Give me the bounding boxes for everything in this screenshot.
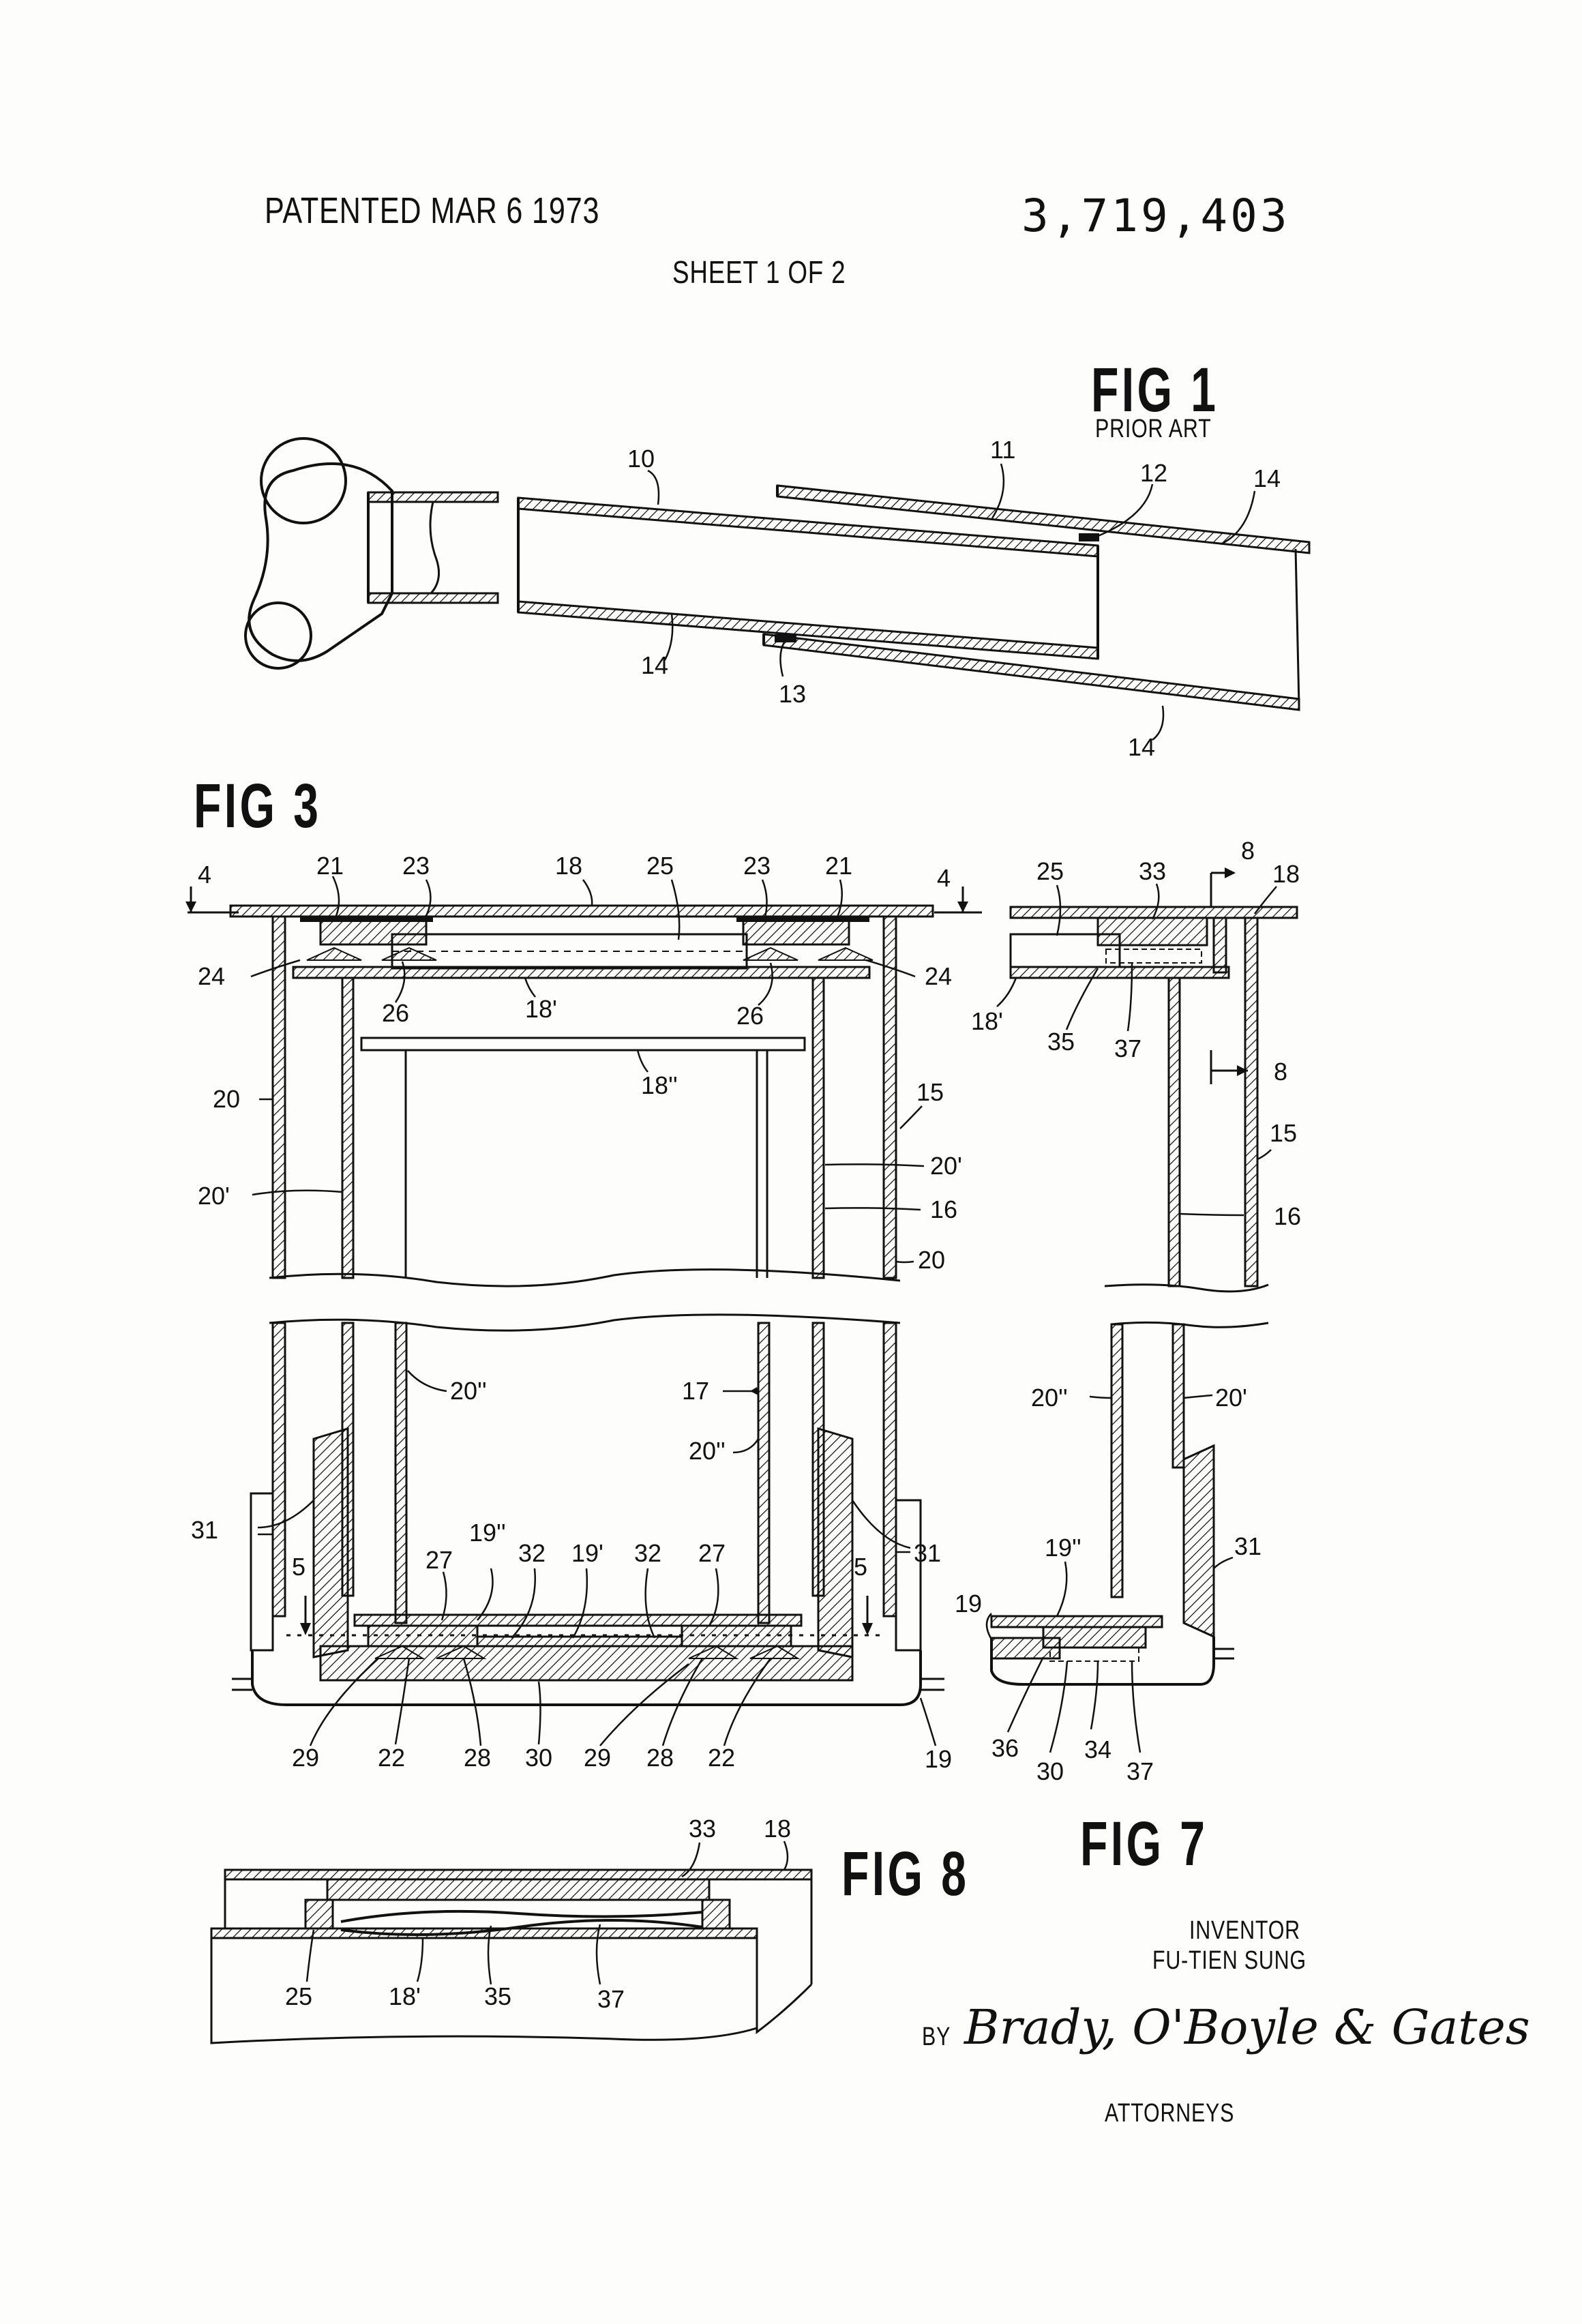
fig8-label: 18 (764, 1815, 791, 1843)
fig7-label: 33 (1139, 857, 1166, 885)
fig3-label: 31 (191, 1516, 218, 1544)
fig8-label: 35 (484, 1982, 511, 2010)
fig3-label: 15 (916, 1078, 944, 1106)
fig7-label: 35 (1047, 1028, 1075, 1056)
fig7-label: 16 (1274, 1202, 1301, 1230)
fig3-label: 4 (937, 864, 951, 892)
fig1-label: 11 (990, 436, 1015, 464)
fig3-label: 16 (930, 1195, 957, 1223)
fig3-label: 23 (743, 852, 771, 880)
fig3-label: 5 (854, 1553, 867, 1581)
fig3-label: 27 (426, 1546, 453, 1574)
fig7-label: 31 (1234, 1532, 1262, 1560)
fig3-label: 24 (198, 962, 225, 990)
fig7-label: 37 (1114, 1034, 1141, 1062)
fig3-label: 20'' (689, 1437, 726, 1465)
fig3-label: 25 (646, 852, 674, 880)
fig3-label: 20 (918, 1246, 945, 1274)
fig3-label: 22 (708, 1744, 735, 1772)
fig3-label: 21 (316, 852, 344, 880)
fig3-label: 28 (464, 1744, 491, 1772)
fig7-label: 18' (971, 1007, 1003, 1035)
fig7-label: 19 (955, 1590, 982, 1618)
fig3-label: 31 (914, 1539, 941, 1567)
fig3-label: 18 (555, 852, 582, 880)
fig1-label: 14 (1128, 733, 1155, 761)
fig3-label: 26 (736, 1002, 764, 1030)
fig3-label: 32 (634, 1539, 661, 1567)
fig3-label: 23 (402, 852, 430, 880)
fig1-drawing: 10 11 12 14 14 13 14 (245, 436, 1309, 761)
fig8-label: 37 (597, 1985, 625, 2013)
fig1-label: 14 (1253, 464, 1281, 492)
fig7-label: 18 (1272, 860, 1300, 888)
fig3-label: 20'' (450, 1377, 487, 1405)
fig1-label: 12 (1140, 459, 1167, 487)
fig7-label: 19'' (1045, 1534, 1081, 1562)
fig7-drawing: 8 25 33 18 18' 35 37 8 15 16 20'' 20' 19… (955, 837, 1301, 1785)
fig3-label: 19'' (469, 1519, 506, 1547)
fig3-label: 18'' (641, 1071, 678, 1099)
fig3-label: 30 (525, 1744, 552, 1772)
fig8-label: 33 (689, 1815, 716, 1843)
fig1-label: 14 (641, 651, 668, 679)
fig3-label: 19' (571, 1539, 603, 1567)
fig7-label: 36 (991, 1734, 1019, 1762)
fig3-label: 20' (930, 1152, 962, 1180)
fig3-label: 5 (292, 1553, 305, 1581)
fig1-label: 10 (627, 445, 655, 473)
fig1-label: 13 (779, 680, 806, 708)
fig3-label: 26 (382, 999, 409, 1027)
fig8-label: 18' (389, 1982, 421, 2010)
fig3-label: 24 (925, 962, 952, 990)
fig3-label: 27 (698, 1539, 726, 1567)
fig7-label: 8 (1241, 837, 1255, 865)
fig8-drawing: 33 18 25 18' 35 37 (211, 1815, 811, 2043)
fig3-label: 20' (198, 1182, 230, 1210)
fig3-label: 17 (682, 1377, 709, 1405)
fig7-label: 25 (1036, 857, 1064, 885)
fig3-label: 21 (825, 852, 852, 880)
fig7-label: 20'' (1031, 1384, 1068, 1412)
fig8-label: 25 (285, 1982, 312, 2010)
fig3-drawing: 4 21 23 18 25 23 21 4 24 24 26 18' 26 18… (185, 852, 982, 1773)
fig3-label: 19 (925, 1745, 952, 1773)
fig3-label: 18' (525, 995, 557, 1023)
fig3-label: 4 (198, 861, 211, 889)
fig3-label: 28 (646, 1744, 674, 1772)
fig7-label: 34 (1084, 1735, 1111, 1763)
fig3-label: 20 (213, 1085, 240, 1113)
fig7-label: 8 (1274, 1058, 1287, 1086)
fig7-label: 20' (1215, 1384, 1247, 1412)
fig7-label: 15 (1270, 1119, 1297, 1147)
fig7-label: 30 (1036, 1757, 1064, 1785)
fig3-label: 29 (292, 1744, 319, 1772)
fig7-label: 37 (1126, 1757, 1154, 1785)
fig3-label: 32 (518, 1539, 546, 1567)
fig3-label: 22 (378, 1744, 405, 1772)
fig3-label: 29 (584, 1744, 611, 1772)
